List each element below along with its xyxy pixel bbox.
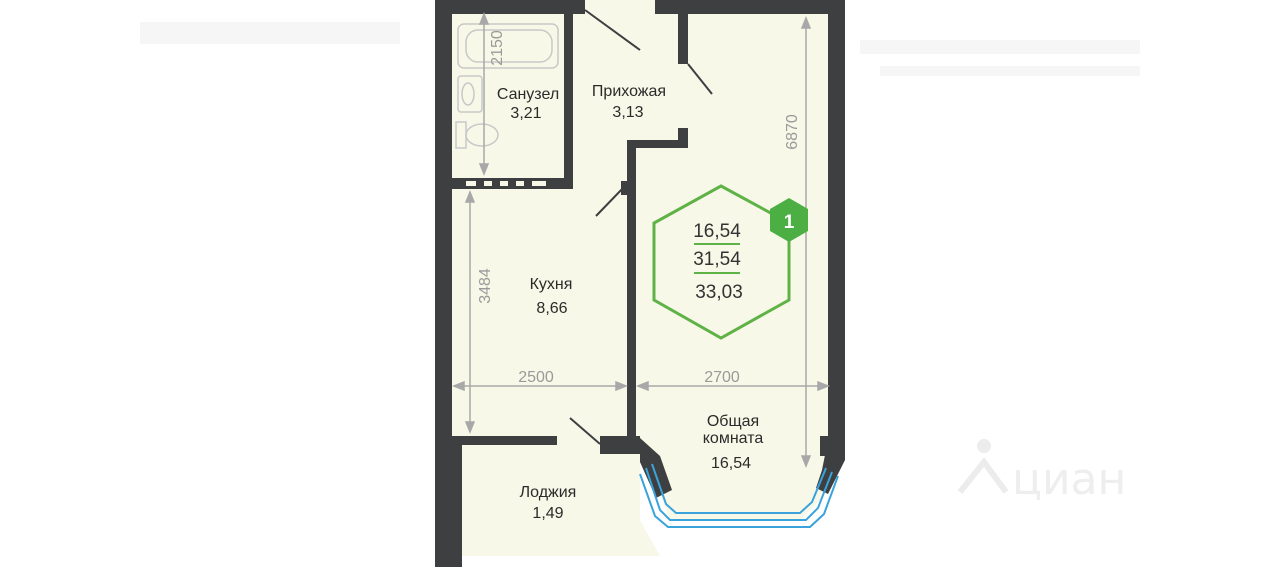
room-name-hallway: Прихожая	[592, 83, 666, 100]
walls	[435, 0, 845, 567]
cian-logo-icon	[957, 439, 1009, 494]
area-summary-badge: 16,54 31,54 33,03 1	[652, 184, 808, 340]
room-name-living-1: Общая	[707, 413, 759, 430]
room-area-hallway: 3,13	[612, 104, 643, 121]
doors	[569, 9, 713, 445]
room-area-living: 16,54	[711, 455, 751, 472]
background-watermark	[140, 22, 1140, 76]
room-area-loggia: 1,49	[532, 505, 563, 522]
room-area-kitchen: 8,66	[536, 300, 567, 317]
bathtub-icon	[457, 23, 559, 69]
toilet-icon	[455, 121, 499, 149]
room-name-bathroom: Санузел	[497, 86, 559, 103]
dim-room-height: 6870	[784, 114, 801, 150]
watermark-text: циан	[1012, 454, 1126, 505]
rooms-count-label: 1	[784, 212, 795, 233]
wall-vents	[466, 181, 546, 186]
sink-icon	[457, 75, 483, 113]
rooms-count-hexagon	[770, 198, 808, 242]
room-area-bathroom: 3,21	[510, 105, 541, 122]
badge-total-area: 31,54	[693, 249, 741, 270]
dim-bath-height: 2150	[489, 30, 506, 66]
room-name-loggia: Лоджия	[520, 484, 577, 501]
dim-kitchen-width: 2500	[518, 369, 554, 386]
dim-kitchen-height: 3484	[477, 268, 494, 304]
dimension-lines	[451, 11, 831, 469]
bay-window	[639, 463, 839, 528]
dim-room-width: 2700	[704, 369, 740, 386]
room-name-living-2: комната	[703, 430, 764, 447]
badge-living-area: 16,54	[693, 221, 741, 242]
badge-total-with-loggia: 33,03	[695, 282, 743, 303]
room-name-kitchen: Кухня	[530, 276, 573, 293]
